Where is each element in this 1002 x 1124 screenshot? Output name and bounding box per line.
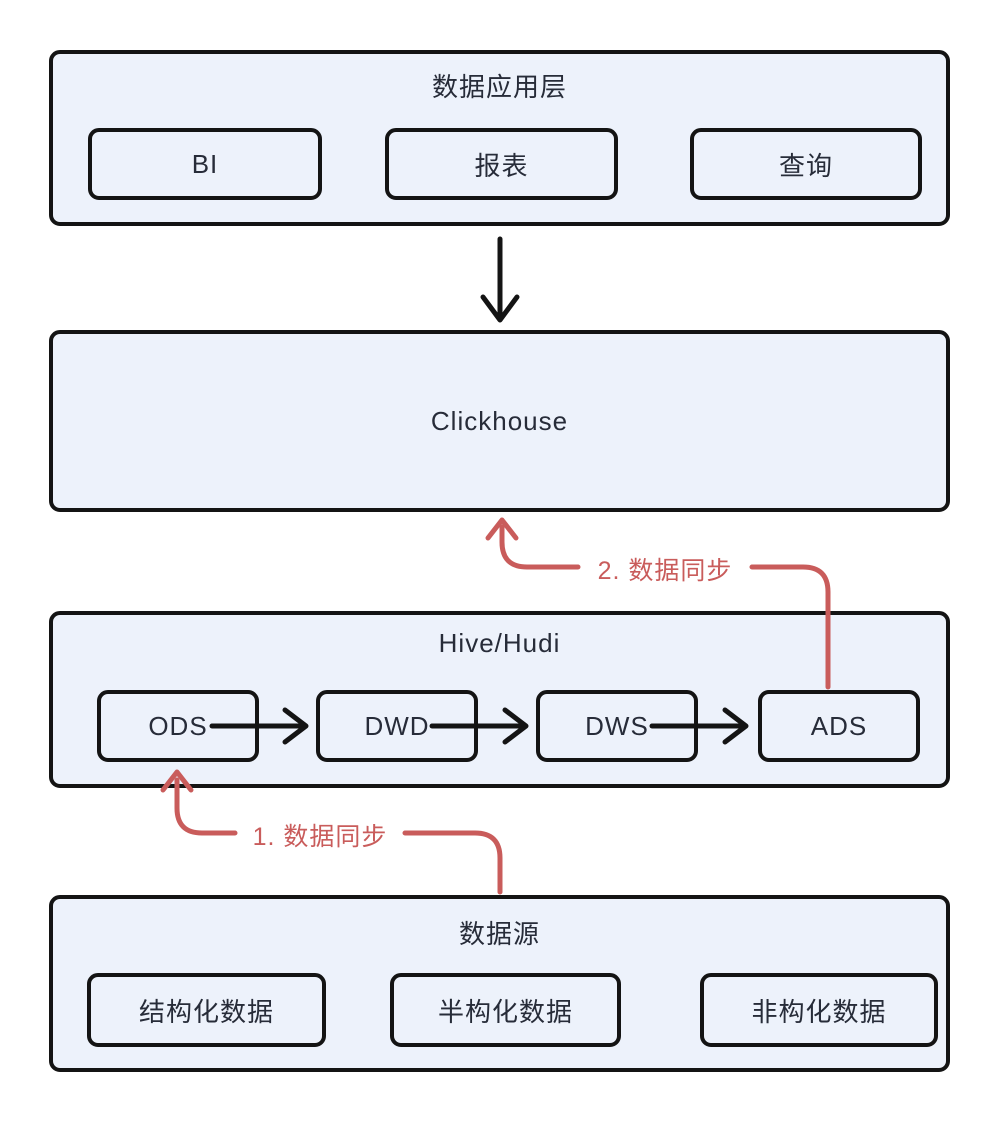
node-ods-label: ODS — [148, 710, 208, 741]
node-structured: 结构化数据 — [87, 973, 326, 1047]
node-unstructured-label: 非构化数据 — [751, 996, 887, 1027]
node-dwd: DWD — [316, 690, 478, 762]
layer-clickhouse: Clickhouse — [49, 330, 950, 512]
node-dws-label: DWS — [585, 710, 649, 741]
sync2-label: 2. 数据同步 — [597, 557, 733, 585]
layer-app-title: 数据应用层 — [431, 72, 567, 102]
node-dws: DWS — [536, 690, 698, 762]
layer-warehouse-title: Hive/Hudi — [438, 628, 561, 658]
layer-warehouse: Hive/Hudi ODS DWD DWS ADS — [49, 611, 950, 788]
layer-app: 数据应用层 BI 报表 查询 — [49, 50, 950, 226]
arrow-app-to-clickhouse-head — [480, 294, 520, 323]
node-semistructured: 半构化数据 — [390, 973, 621, 1047]
node-unstructured: 非构化数据 — [700, 973, 938, 1047]
sync1-label: 1. 数据同步 — [252, 823, 388, 851]
arrow-sync2-lead — [499, 524, 581, 570]
node-query: 查询 — [690, 128, 922, 200]
node-report-label: 报表 — [474, 150, 529, 181]
node-bi: BI — [88, 128, 322, 200]
layer-source: 数据源 结构化数据 半构化数据 非构化数据 — [49, 895, 950, 1072]
layer-source-title: 数据源 — [458, 919, 540, 949]
node-ads-label: ADS — [810, 710, 868, 741]
node-ods: ODS — [97, 690, 259, 762]
node-semistructured-label: 半构化数据 — [437, 996, 573, 1027]
arrow-sync1-tail — [402, 830, 503, 895]
node-report: 报表 — [385, 128, 618, 200]
layer-clickhouse-title: Clickhouse — [430, 405, 569, 436]
node-ads: ADS — [758, 690, 920, 762]
arrow-sync2-head — [485, 517, 519, 541]
node-dwd-label: DWD — [364, 710, 430, 741]
node-structured-label: 结构化数据 — [138, 996, 274, 1027]
node-query-label: 查询 — [778, 150, 833, 181]
node-bi-label: BI — [191, 148, 219, 179]
